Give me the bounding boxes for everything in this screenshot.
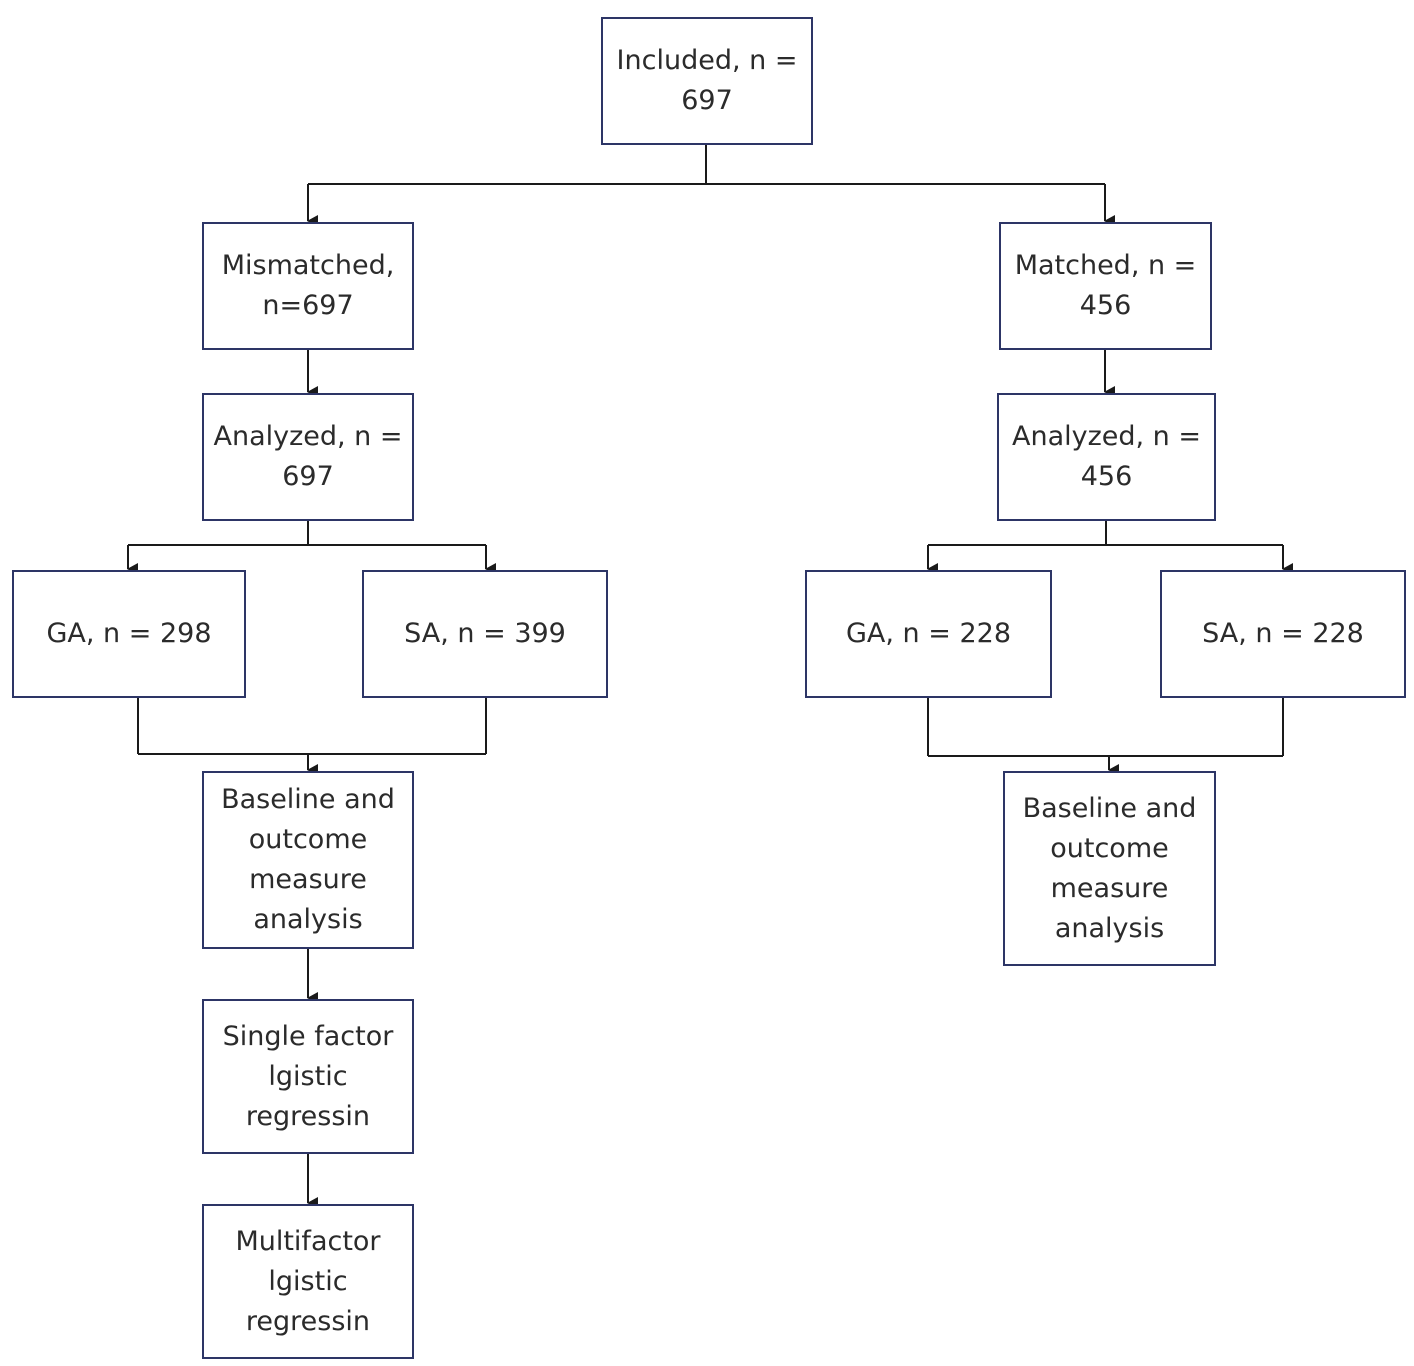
analyzed-right-label: Analyzed, n = 456 <box>1011 421 1201 492</box>
baseline-right-box: Baseline and outcome measure analysis <box>1003 771 1216 966</box>
sa-left-box: SA, n = 399 <box>362 570 608 698</box>
analyzed-left-box: Analyzed, n = 697 <box>202 393 414 521</box>
mismatched-box: Mismatched, n=697 <box>202 222 414 350</box>
multifactor-label: Multifactor lgistic regressin <box>235 1225 381 1337</box>
included-box: Included, n = 697 <box>601 17 813 145</box>
sa-left-label: SA, n = 399 <box>404 618 566 649</box>
baseline-right-label: Baseline and outcome measure analysis <box>1022 792 1197 944</box>
sa-right-label: SA, n = 228 <box>1202 618 1364 649</box>
ga-right-box: GA, n = 228 <box>805 570 1052 698</box>
included-label: Included, n = 697 <box>616 45 798 116</box>
ga-left-box: GA, n = 298 <box>12 570 246 698</box>
multifactor-box: Multifactor lgistic regressin <box>202 1204 414 1359</box>
baseline-left-box: Baseline and outcome measure analysis <box>202 771 414 949</box>
matched-label: Matched, n = 456 <box>1014 250 1197 321</box>
single-factor-label: Single factor lgistic regressin <box>222 1020 394 1132</box>
ga-right-label: GA, n = 228 <box>846 618 1011 649</box>
baseline-left-label: Baseline and outcome measure analysis <box>221 784 395 935</box>
single-factor-box: Single factor lgistic regressin <box>202 999 414 1154</box>
sa-right-box: SA, n = 228 <box>1160 570 1406 698</box>
matched-box: Matched, n = 456 <box>999 222 1212 350</box>
ga-left-label: GA, n = 298 <box>46 618 212 649</box>
mismatched-label: Mismatched, n=697 <box>221 250 395 321</box>
analyzed-right-box: Analyzed, n = 456 <box>997 393 1216 521</box>
analyzed-left-label: Analyzed, n = 697 <box>213 421 403 492</box>
